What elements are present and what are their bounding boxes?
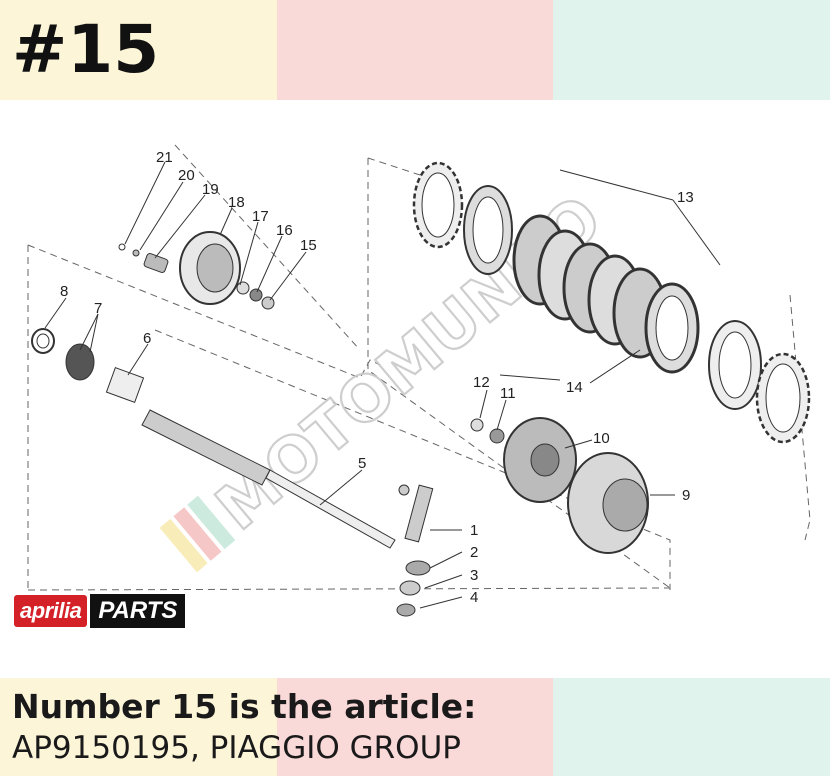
label-20: 20 — [178, 167, 195, 184]
header-band — [0, 0, 830, 100]
label-5: 5 — [358, 455, 366, 472]
label-19: 19 — [202, 181, 219, 198]
label-6: 6 — [143, 330, 151, 347]
label-2: 2 — [470, 544, 478, 561]
brand-name: aprilia — [14, 595, 88, 627]
label-15: 15 — [300, 237, 317, 254]
label-14: 14 — [566, 379, 583, 396]
label-4: 4 — [470, 589, 478, 606]
brand-logo: aprilia PARTS — [14, 592, 186, 630]
main-shaft — [141, 409, 434, 617]
page-title: #15 — [12, 11, 160, 88]
clutch-hub-group — [470, 417, 649, 554]
label-12: 12 — [473, 374, 490, 391]
label-11: 11 — [500, 385, 516, 402]
pressure-plate-group — [31, 231, 275, 403]
label-8: 8 — [60, 283, 68, 300]
label-1: 1 — [470, 522, 478, 539]
label-17: 17 — [252, 208, 269, 225]
label-3: 3 — [470, 567, 478, 584]
label-16: 16 — [276, 222, 293, 239]
exploded-parts-diagram: MOTOMUNDO — [27, 144, 811, 617]
label-7: 7 — [94, 300, 102, 317]
caption-article: AP9150195, PIAGGIO GROUP — [12, 730, 461, 766]
clutch-plates-group — [412, 161, 811, 444]
label-9: 9 — [682, 487, 690, 504]
label-18: 18 — [228, 194, 245, 211]
label-13: 13 — [677, 189, 694, 206]
callout-labels: 21 20 19 18 17 16 15 8 7 6 5 1 2 3 4 12 … — [60, 149, 694, 606]
label-10: 10 — [593, 430, 610, 447]
label-21: 21 — [156, 149, 173, 166]
brand-parts-tag: PARTS — [90, 594, 186, 628]
caption-band — [0, 678, 830, 776]
caption-heading: Number 15 is the article: — [12, 687, 477, 726]
